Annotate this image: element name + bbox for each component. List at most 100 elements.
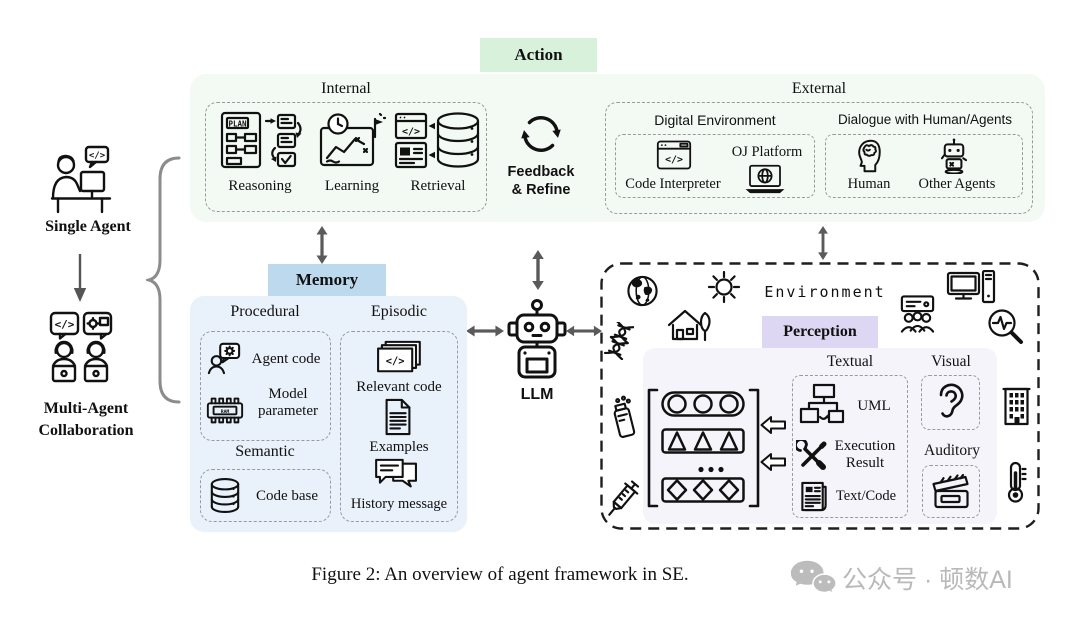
llm-label: LLM [520, 386, 554, 403]
svg-text:</>: </> [402, 127, 420, 138]
reasoning-icon: PLAN [214, 110, 306, 170]
svg-text:PLAN: PLAN [228, 120, 247, 129]
arrow-memory-llm [466, 324, 504, 338]
arrow-action-memory [315, 226, 329, 264]
episodic-box [340, 331, 458, 522]
uml-icon [799, 383, 847, 427]
matrix-ellipsis [697, 466, 725, 473]
svg-text:</>: </> [89, 151, 106, 161]
procedural-title: Procedural [230, 303, 300, 320]
code-base-label: Code base [255, 488, 319, 504]
action-title: Action [480, 38, 597, 72]
ecg-magnifier-icon [985, 308, 1025, 346]
semantic-box [200, 469, 331, 522]
down-arrow-icon [72, 254, 88, 302]
brace-icon [146, 155, 182, 405]
environment-title: Environment [764, 283, 886, 301]
text-code-label: Text/Code [835, 488, 897, 504]
retrieval-label: Retrieval [410, 178, 466, 194]
multi-agent-icon: </> [48, 310, 114, 394]
history-message-label: History message [350, 496, 448, 512]
other-agents-label: Other Agents [918, 176, 996, 192]
uml-label: UML [857, 398, 891, 414]
llm-robot-icon [506, 298, 568, 382]
syringe-icon [603, 476, 642, 522]
arrow-action-llm [531, 248, 545, 292]
watermark-text: 公众号 · 顿数AI [842, 566, 1013, 594]
svg-text:</>: </> [665, 155, 683, 166]
reasoning-label: Reasoning [228, 178, 292, 194]
human-label: Human [847, 176, 891, 192]
retrieval-icon: </> [394, 110, 482, 170]
bracket-left [645, 388, 659, 508]
semantic-title: Semantic [235, 443, 295, 460]
house-icon [666, 306, 712, 342]
textual-box [792, 375, 908, 518]
clapperboard-icon [929, 474, 972, 510]
svg-text:RAM: RAM [221, 409, 230, 415]
auditory-title: Auditory [924, 442, 980, 459]
auditory-box [922, 465, 980, 518]
computer-icon [946, 270, 996, 304]
visual-box [921, 375, 980, 430]
code-base-icon [209, 476, 241, 515]
oj-platform-icon [742, 164, 788, 194]
building-icon [1001, 386, 1032, 426]
execution-result-label: Execution Result [834, 438, 896, 472]
other-agents-icon [938, 137, 970, 174]
agent-code-label: Agent code [251, 351, 321, 367]
svg-text:</>: </> [55, 318, 75, 331]
single-agent-label: Single Agent [45, 218, 131, 235]
episodic-title: Episodic [371, 303, 427, 320]
relevant-code-icon: </> [371, 340, 425, 376]
execution-result-icon [796, 440, 828, 472]
globe-icon [626, 274, 659, 308]
feedback-refine-label: Feedback & Refine [507, 164, 575, 198]
agent-code-icon [207, 341, 241, 375]
procedural-box [200, 331, 331, 441]
feedback-refine-icon [517, 110, 565, 158]
thermometer-icon [1002, 461, 1029, 503]
digital-environment-title: Digital Environment [654, 112, 776, 128]
ear-icon [936, 381, 966, 423]
perception-title: Perception [762, 316, 878, 348]
arrow-left-2 [760, 452, 786, 472]
learning-label: Learning [324, 178, 380, 194]
meeting-icon [897, 294, 938, 334]
external-box [605, 102, 1033, 214]
history-message-icon [372, 458, 422, 494]
dna-icon [604, 322, 634, 360]
matrix-row-circles [661, 391, 745, 417]
visual-title: Visual [931, 353, 971, 370]
dialogue-title: Dialogue with Human/Agents [837, 112, 1013, 127]
oj-platform-label: OJ Platform [731, 144, 803, 160]
sun-icon [706, 270, 742, 304]
arrow-action-environment [816, 226, 830, 260]
internal-box [205, 102, 487, 212]
multi-agent-label: Multi-Agent Collaboration [38, 400, 134, 439]
svg-text:</>: </> [386, 356, 405, 368]
arrow-llm-environment [566, 324, 602, 338]
learning-icon [318, 112, 386, 169]
digital-environment-box [615, 134, 815, 198]
examples-label: Examples [369, 439, 429, 455]
examples-icon [381, 398, 415, 436]
external-title: External [791, 80, 847, 97]
internal-title: Internal [321, 80, 371, 97]
code-interpreter-label: Code Interpreter [625, 176, 721, 192]
relevant-code-label: Relevant code [356, 379, 442, 395]
model-parameter-icon: RAM [205, 394, 245, 426]
model-parameter-label: Model parameter [258, 386, 318, 420]
figure-caption: Figure 2: An overview of agent framework… [311, 564, 689, 585]
environment-box [600, 262, 1040, 530]
text-code-icon [799, 481, 829, 512]
code-interpreter-icon: </> [656, 139, 692, 171]
textual-title: Textual [826, 353, 874, 370]
single-agent-icon: </> [50, 145, 112, 215]
wechat-icon [788, 556, 838, 600]
matrix-row-triangles [661, 428, 745, 454]
arrow-left-1 [760, 415, 786, 435]
dialogue-box [825, 134, 1023, 198]
human-icon [854, 139, 884, 173]
